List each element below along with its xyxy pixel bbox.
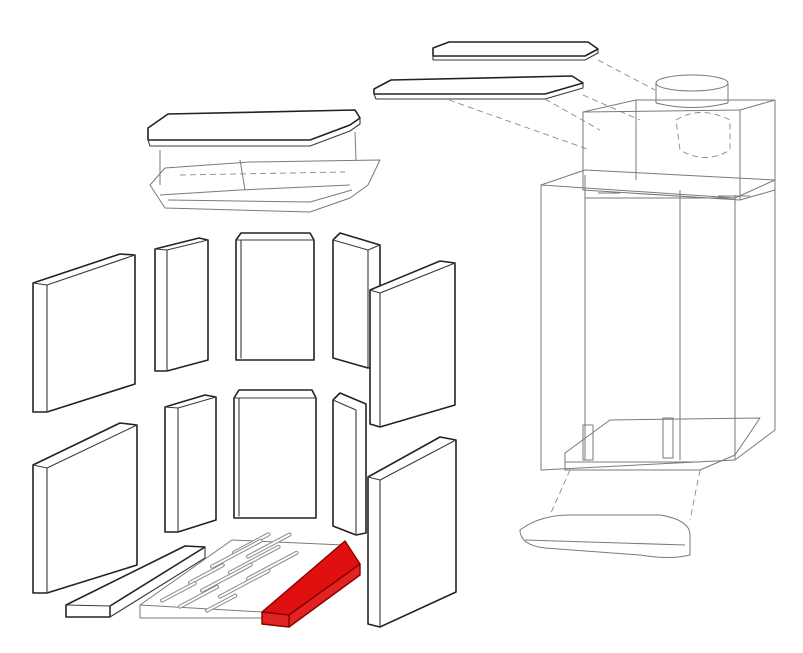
top-baffle-board[interactable]	[147, 109, 361, 147]
lower-center-back-brick[interactable]	[233, 389, 317, 519]
front-left-floor-brick[interactable]	[65, 545, 206, 618]
top-baffle-plate-upper[interactable]	[432, 41, 599, 61]
highlighted-brick-end	[261, 611, 290, 628]
flue-collar	[655, 74, 729, 108]
upper-center-back-brick[interactable]	[235, 232, 315, 361]
lower-right-side-brick[interactable]	[367, 436, 457, 628]
grate-bars	[160, 532, 299, 613]
upper-left-side-brick[interactable]	[32, 253, 136, 413]
lower-left-side-brick[interactable]	[32, 422, 138, 594]
grate[interactable]	[139, 532, 344, 619]
ash-lip	[519, 514, 691, 558]
lower-left-back-brick[interactable]	[164, 394, 217, 533]
baffle-support-tray	[149, 131, 381, 213]
upper-left-back-brick[interactable]	[154, 237, 209, 372]
top-baffle-plate-lower[interactable]	[373, 75, 584, 100]
stove-housing	[519, 74, 776, 558]
front-right-floor-brick[interactable]	[261, 540, 361, 628]
upper-right-side-brick[interactable]	[369, 260, 456, 428]
lower-right-back-brick[interactable]	[332, 392, 367, 536]
